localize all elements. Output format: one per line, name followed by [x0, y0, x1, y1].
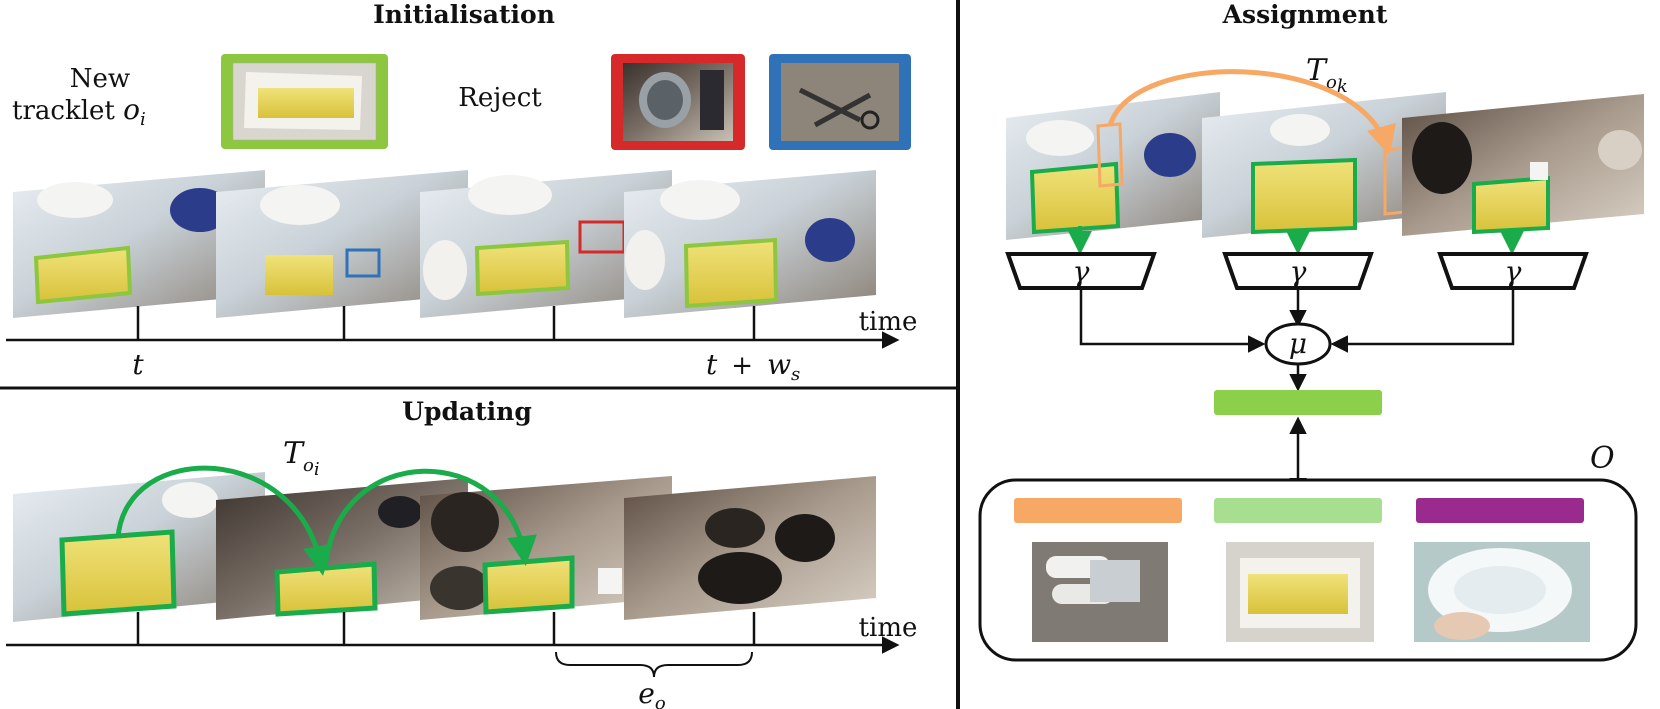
init-frame-3: [420, 170, 672, 318]
updating-title: Updating: [402, 397, 532, 426]
memory-thumbnail-2: [1226, 542, 1374, 642]
aggregation-connectors: [1079, 290, 1515, 392]
update-timeline: [6, 612, 900, 654]
memory-feature-lightgreen: [1214, 498, 1382, 523]
update-time-label: time: [859, 613, 918, 643]
memory-feature-purple: [1416, 498, 1584, 523]
t-end-label: t+ws: [706, 348, 800, 385]
encoder-3-label: γ: [1505, 255, 1522, 288]
init-frame-4: [624, 170, 876, 318]
assignment-orange-arrow: [1107, 69, 1396, 156]
encoder-1-label: γ: [1073, 255, 1090, 288]
tracklet-word: tracklet oi: [12, 93, 146, 130]
updating-arrows: [115, 465, 537, 576]
update-frame-1: [13, 472, 265, 622]
memory-thumbnail-3: [1414, 542, 1590, 642]
memory-feature-orange: [1014, 498, 1182, 523]
encoder-2-label: γ: [1290, 255, 1307, 288]
update-frame-3: [420, 476, 672, 620]
assignment-trajectory-label: Tok: [1306, 53, 1348, 97]
encoder-1: γ: [1005, 252, 1157, 290]
accepted-crop-thumbnail: [221, 54, 388, 149]
updating-trajectory-label: Toi: [283, 436, 320, 480]
mean-label: μ: [1289, 327, 1307, 360]
initialisation-title: Initialisation: [373, 0, 555, 29]
init-time-label: time: [859, 307, 918, 337]
encoder-3: γ: [1437, 252, 1589, 290]
assignment-panel: Assignment Tok: [978, 0, 1644, 662]
reject-label: Reject: [458, 83, 542, 113]
aggregated-feature: [1214, 390, 1382, 415]
mean-node: μ: [1264, 322, 1332, 366]
memory-symbol: O: [1590, 441, 1615, 476]
rejected-crop-blue: [769, 54, 911, 150]
init-frame-2: [216, 170, 468, 318]
new-label: New: [70, 64, 130, 94]
memory-thumbnail-1: [1032, 542, 1168, 642]
update-frame-2: [216, 478, 468, 620]
init-timeline: [6, 306, 900, 349]
encoder-2: γ: [1222, 252, 1374, 290]
expiry-brace: [555, 651, 753, 678]
t-start-label: t: [132, 348, 144, 381]
assignment-title: Assignment: [1222, 0, 1388, 29]
panel-dividers: [0, 0, 960, 709]
update-frame-4: [624, 476, 876, 620]
init-frame-1: [13, 170, 265, 318]
object-memory: [978, 478, 1638, 662]
updating-panel: Updating Toi: [6, 397, 917, 709]
rejected-crop-red: [611, 54, 745, 150]
encoder-arrows: [1068, 226, 1524, 255]
expiry-label: eo: [638, 677, 666, 709]
assign-frame-3: [1402, 94, 1644, 236]
initialisation-panel: Initialisation New tracklet oi Reject: [6, 0, 917, 385]
assign-frame-1: [1006, 92, 1220, 240]
